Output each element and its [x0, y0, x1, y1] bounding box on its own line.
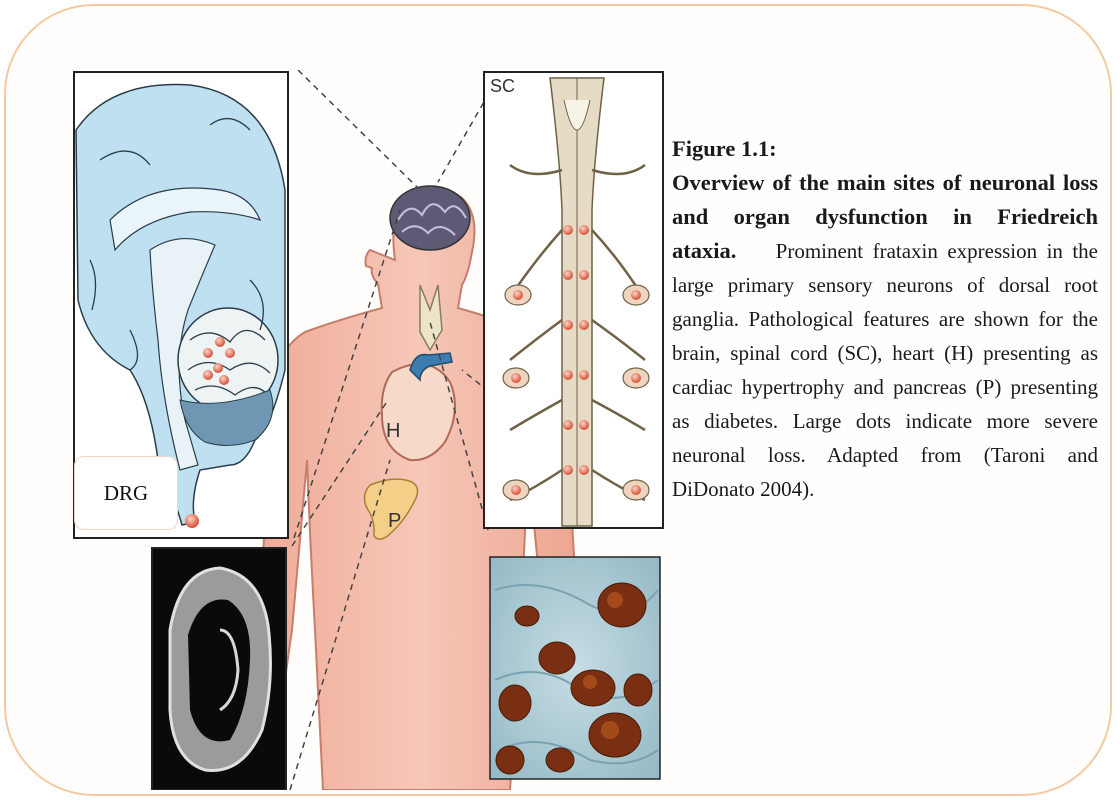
heart-mri-panel [152, 548, 286, 790]
sc-label: SC [490, 76, 515, 97]
drg-label: DRG [74, 456, 178, 530]
caption-title: Figure 1.1: [672, 132, 1098, 166]
caption-body: Prominent frataxin expression in the lar… [672, 239, 1098, 501]
spinal-cord-panel [484, 72, 663, 528]
figure-caption: Figure 1.1: Overview of the main sites o… [672, 132, 1098, 506]
figure-frame: SC H P DRG Figure 1.1: Overview of the m… [4, 4, 1112, 796]
illustration-svg [70, 70, 667, 790]
illustration-area: SC H P [70, 70, 667, 790]
histology-panel [490, 557, 660, 779]
pancreas-label: P [388, 510, 401, 533]
heart-label: H [386, 420, 400, 443]
drg-label-text: DRG [104, 481, 148, 506]
